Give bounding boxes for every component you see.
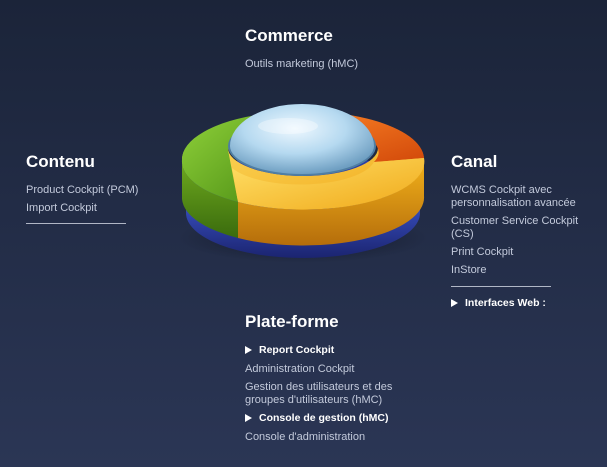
link-instore[interactable]: InStore — [451, 264, 487, 276]
report-cockpit-label: Report Cockpit — [259, 344, 335, 356]
link-product-cockpit[interactable]: Product Cockpit (PCM) — [26, 184, 139, 196]
report-cockpit-toggle[interactable]: Report Cockpit — [245, 344, 435, 357]
link-print-cockpit[interactable]: Print Cockpit — [451, 246, 514, 258]
plateforme-title: Plate-forme — [245, 312, 339, 331]
expand-arrow-icon — [245, 346, 252, 354]
ring-side-walls — [181, 160, 425, 246]
expand-arrow-icon — [245, 414, 252, 422]
link-gestion-utilisateurs[interactable]: Gestion des utilisateurs et des groupes … — [245, 381, 393, 406]
link-import-cockpit[interactable]: Import Cockpit — [26, 202, 97, 214]
contenu-title: Contenu — [26, 152, 95, 171]
contenu-divider — [26, 223, 126, 224]
interfaces-web-label: Interfaces Web : — [465, 297, 546, 309]
contenu-section: Contenu Product Cockpit (PCM) Import Coc… — [26, 152, 166, 224]
link-outils-marketing[interactable]: Outils marketing (hMC) — [245, 58, 359, 70]
canal-divider — [451, 286, 551, 287]
commerce-title: Commerce — [245, 26, 333, 45]
architecture-wheel-graphic — [178, 104, 428, 263]
interfaces-web-toggle[interactable]: Interfaces Web : — [451, 297, 601, 310]
center-dome — [228, 104, 376, 176]
canal-title: Canal — [451, 152, 498, 171]
commerce-section: Commerce Outils marketing (hMC) — [245, 26, 445, 76]
link-customer-service-cockpit[interactable]: Customer Service Cockpit (CS) — [451, 215, 579, 240]
link-wcms-cockpit[interactable]: WCMS Cockpit avec personnalisation avanc… — [451, 184, 576, 209]
console-gestion-toggle[interactable]: Console de gestion (hMC) — [245, 412, 435, 425]
link-console-administration[interactable]: Console d'administration — [245, 431, 366, 443]
plateforme-section: Plate-forme Report Cockpit Administratio… — [245, 312, 435, 449]
expand-arrow-icon — [451, 299, 458, 307]
canal-section: Canal WCMS Cockpit avec personnalisation… — [451, 152, 601, 316]
ring-top-surface — [181, 111, 425, 210]
link-administration-cockpit[interactable]: Administration Cockpit — [245, 363, 355, 375]
console-gestion-label: Console de gestion (hMC) — [259, 412, 389, 424]
